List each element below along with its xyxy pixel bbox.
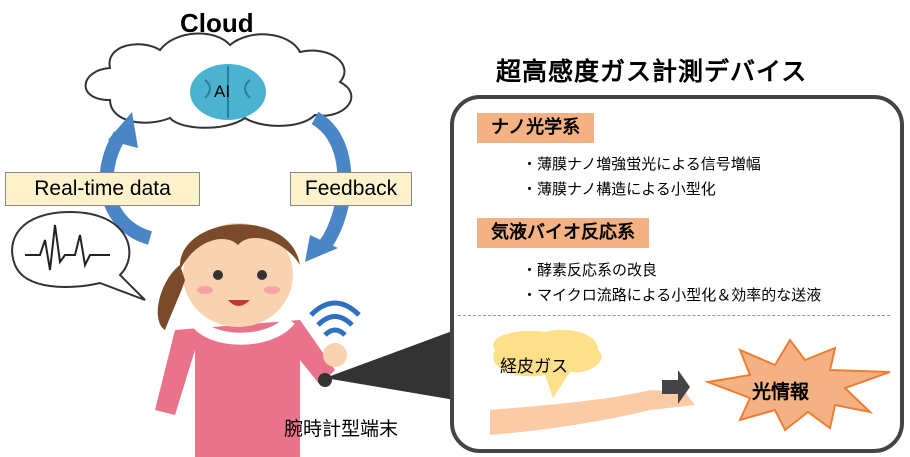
bullet-item: ・薄膜ナノ増強蛍光による信号増幅 xyxy=(522,155,761,173)
wristwatch-icon xyxy=(318,373,332,387)
realtime-data-label: Real-time data xyxy=(5,172,200,206)
optical-info-label: 光情報 xyxy=(752,381,810,403)
bullet-item: ・薄膜ナノ構造による小型化 xyxy=(522,180,716,198)
light-burst xyxy=(704,338,891,432)
girl-illustration xyxy=(155,223,347,457)
ai-label: AI xyxy=(214,82,231,101)
feedback-label: Feedback xyxy=(290,172,412,206)
ecg-speech-bubble xyxy=(11,210,146,301)
cloud-title: Cloud xyxy=(180,8,254,38)
watch-device-label: 腕時計型端末 xyxy=(284,418,399,440)
device-title: 超高感度ガス計測デバイス xyxy=(496,57,808,86)
right-arrow-icon xyxy=(662,370,690,404)
section-tag-nano-optics: ナノ光学系 xyxy=(477,113,595,143)
callout-pointer xyxy=(325,330,455,400)
bullet-item: ・酵素反応系の改良 xyxy=(522,261,658,279)
gas-cloud xyxy=(493,329,602,398)
bullet-item: ・マイクロ流路による小型化＆効率的な送液 xyxy=(522,286,822,304)
wireless-signal-icon xyxy=(309,300,361,337)
upload-arrow-head xyxy=(108,112,138,148)
brain-icon xyxy=(190,64,266,120)
gas-to-light-illustration xyxy=(490,329,891,435)
section-tag-bio-reaction: 気液バイオ反応系 xyxy=(477,218,649,248)
divider xyxy=(458,315,890,316)
feedback-arrow-head xyxy=(305,235,338,262)
arm-illustration xyxy=(490,390,695,435)
transdermal-gas-label: 経皮ガス xyxy=(500,357,568,377)
